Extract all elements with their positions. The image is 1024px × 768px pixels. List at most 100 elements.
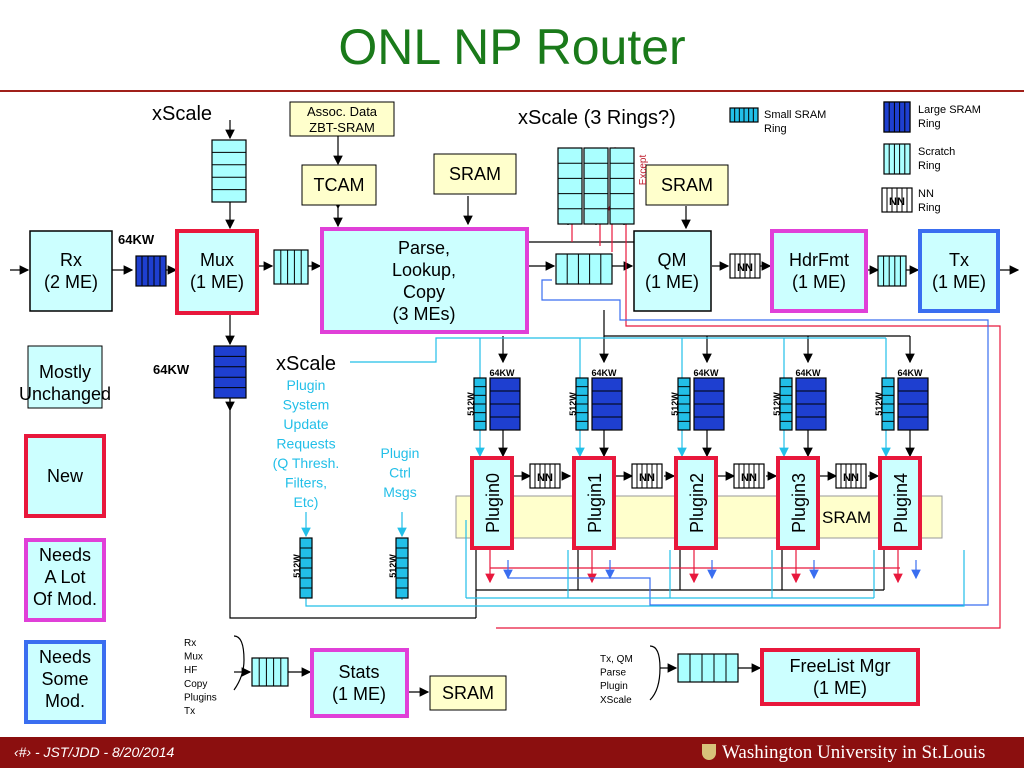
xscale-label-top: xScale xyxy=(152,103,212,125)
stats-input-1: Mux xyxy=(184,652,203,663)
plugin0-512w-label: 512W xyxy=(466,392,476,416)
svg-text:HdrFmt: HdrFmt xyxy=(789,250,849,270)
plugin-update-line-4: (Q Thresh. xyxy=(273,455,340,471)
university-name: Washington University in St.Louis xyxy=(722,742,986,763)
plugin3-64kw-label: 64KW xyxy=(795,368,821,378)
plugin1-512w-label: 512W xyxy=(568,392,578,416)
svg-text:(1 ME): (1 ME) xyxy=(932,272,986,292)
svg-text:Mux: Mux xyxy=(200,250,234,270)
svg-text:(2 ME): (2 ME) xyxy=(44,272,98,292)
legend-nn-ring-label: NN xyxy=(889,196,905,208)
footer-bar: ‹#› - JST/JDD - 8/20/2014 Washington Uni… xyxy=(0,737,1024,768)
plugin-ctrl-line-0: Plugin xyxy=(381,445,420,461)
plugin0-large-ring: 64KW xyxy=(489,368,521,431)
freelist-input-0: Tx, QM xyxy=(600,654,633,665)
stats-input-4: Plugins xyxy=(184,692,217,703)
title-divider xyxy=(0,90,1024,92)
svg-text:Of Mod.: Of Mod. xyxy=(33,589,97,609)
svg-text:(1 ME): (1 ME) xyxy=(645,272,699,292)
plugin1-large-ring: 64KW xyxy=(591,368,623,431)
key-needs-some: Needs Some Mod. xyxy=(24,640,106,724)
page-title: ONL NP Router xyxy=(338,19,686,75)
svg-text:Assoc. Data: Assoc. Data xyxy=(307,104,378,119)
plugin1-nn-ring-label: NN xyxy=(639,472,655,484)
svg-text:TCAM: TCAM xyxy=(314,175,365,195)
freelist-box: FreeList Mgr (1 ME) xyxy=(760,648,920,706)
svg-text:Copy: Copy xyxy=(403,282,445,302)
plugin4-large-ring: 64KW xyxy=(897,368,929,431)
xscale-label-mid: xScale xyxy=(276,353,336,375)
svg-text:Large SRAM: Large SRAM xyxy=(918,104,981,116)
plugin-box-1: Plugin1 xyxy=(572,456,616,550)
plugin-update-line-1: System xyxy=(283,397,330,413)
rx-out-large-ring xyxy=(135,255,167,287)
freelist-input-2: Plugin xyxy=(600,681,628,692)
svg-text:Tx: Tx xyxy=(949,250,969,270)
plugin-ctrl-line-1: Ctrl xyxy=(389,465,411,481)
stats-input-0: Rx xyxy=(184,638,196,649)
plugin3-large-ring: 64KW xyxy=(795,368,827,431)
plugin-sram-label: SRAM xyxy=(822,508,871,527)
svg-text:(1 ME): (1 ME) xyxy=(792,272,846,292)
parse-sram-box: SRAM xyxy=(433,153,517,195)
plugin4-small-ring: 512W xyxy=(874,377,895,431)
plugin1-small-ring: 512W xyxy=(568,377,589,431)
mux-out-scratch-ring xyxy=(273,249,309,285)
hdrfmt-box: HdrFmt (1 ME) xyxy=(770,229,868,313)
rings-group: ARPNeed ARPExceptNNNN512W64KW512W64KW512… xyxy=(135,101,929,687)
svg-text:Stats: Stats xyxy=(338,662,379,682)
ring-64kw-label-b: 64KW xyxy=(153,362,190,377)
svg-text:Some: Some xyxy=(41,669,88,689)
plugin0-small-ring: 512W xyxy=(466,377,487,431)
legend: Small SRAM Ring Large SRAM Ring Scratch … xyxy=(764,104,981,214)
plugin-box-2-label: Plugin2 xyxy=(687,473,707,533)
svg-text:Mostly: Mostly xyxy=(39,362,91,382)
shield-icon xyxy=(702,744,716,760)
plugin0-nn-ring-label: NN xyxy=(537,472,553,484)
plugin-ctrl-line-2: Msgs xyxy=(383,484,416,500)
svg-text:Ring: Ring xyxy=(764,123,787,135)
tcam-box: TCAM xyxy=(301,164,377,206)
plugin2-64kw-label: 64KW xyxy=(693,368,719,378)
university-logo: Washington University in St.Louis xyxy=(702,742,985,764)
plugin-update-line-2: Update xyxy=(283,416,328,432)
plugin-update-line-5: Filters, xyxy=(285,475,327,491)
svg-text:Unchanged: Unchanged xyxy=(19,384,111,404)
plugin1-nn-ring: NN xyxy=(631,463,663,489)
plugin2-nn-ring-label: NN xyxy=(741,472,757,484)
svg-text:(1 ME): (1 ME) xyxy=(813,678,867,698)
plugin0-nn-ring: NN xyxy=(529,463,561,489)
freelist-in-scratch-ring xyxy=(677,653,739,683)
plugins-group: Plugin0 Plugin1 Plugin2 Plugin3 Plugin4 xyxy=(470,456,922,550)
stats-input-5: Tx xyxy=(184,706,195,717)
stats-in-scratch-ring xyxy=(251,657,289,687)
plugin-box-0-label: Plugin0 xyxy=(483,473,503,533)
svg-text:(1 ME): (1 ME) xyxy=(190,272,244,292)
parse-lookup-copy-box: Parse, Lookup, Copy (3 MEs) xyxy=(320,227,529,334)
plugin2-large-ring: 64KW xyxy=(693,368,725,431)
svg-text:New: New xyxy=(47,466,84,486)
plugin-box-3-label: Plugin3 xyxy=(789,473,809,533)
xscale-ring-except-label: Except xyxy=(638,154,649,185)
freelist-input-3: XScale xyxy=(600,695,632,706)
plugin3-512w-label: 512W xyxy=(772,392,782,416)
svg-text:Needs: Needs xyxy=(39,647,91,667)
plugin-box-4-label: Plugin4 xyxy=(891,473,911,533)
plugin-update-line-3: Requests xyxy=(276,436,335,452)
plugin4-512w-label: 512W xyxy=(874,392,884,416)
footer-slide-info: ‹#› - JST/JDD - 8/20/2014 xyxy=(14,744,175,760)
stats-sram-box: SRAM xyxy=(429,675,507,711)
svg-text:(1 ME): (1 ME) xyxy=(332,684,386,704)
legend-nn-ring: NN xyxy=(881,187,913,213)
xscale-ring-except: Except xyxy=(609,147,649,225)
hdrfmt-out-scratch-ring xyxy=(877,255,907,287)
plugin1-64kw-label: 64KW xyxy=(591,368,617,378)
parse-out-scratch-ring xyxy=(555,253,613,285)
plugin3-small-ring: 512W xyxy=(772,377,793,431)
svg-text:Lookup,: Lookup, xyxy=(392,260,456,280)
svg-text:Needs: Needs xyxy=(39,545,91,565)
plugin-box-3: Plugin3 xyxy=(776,456,820,550)
